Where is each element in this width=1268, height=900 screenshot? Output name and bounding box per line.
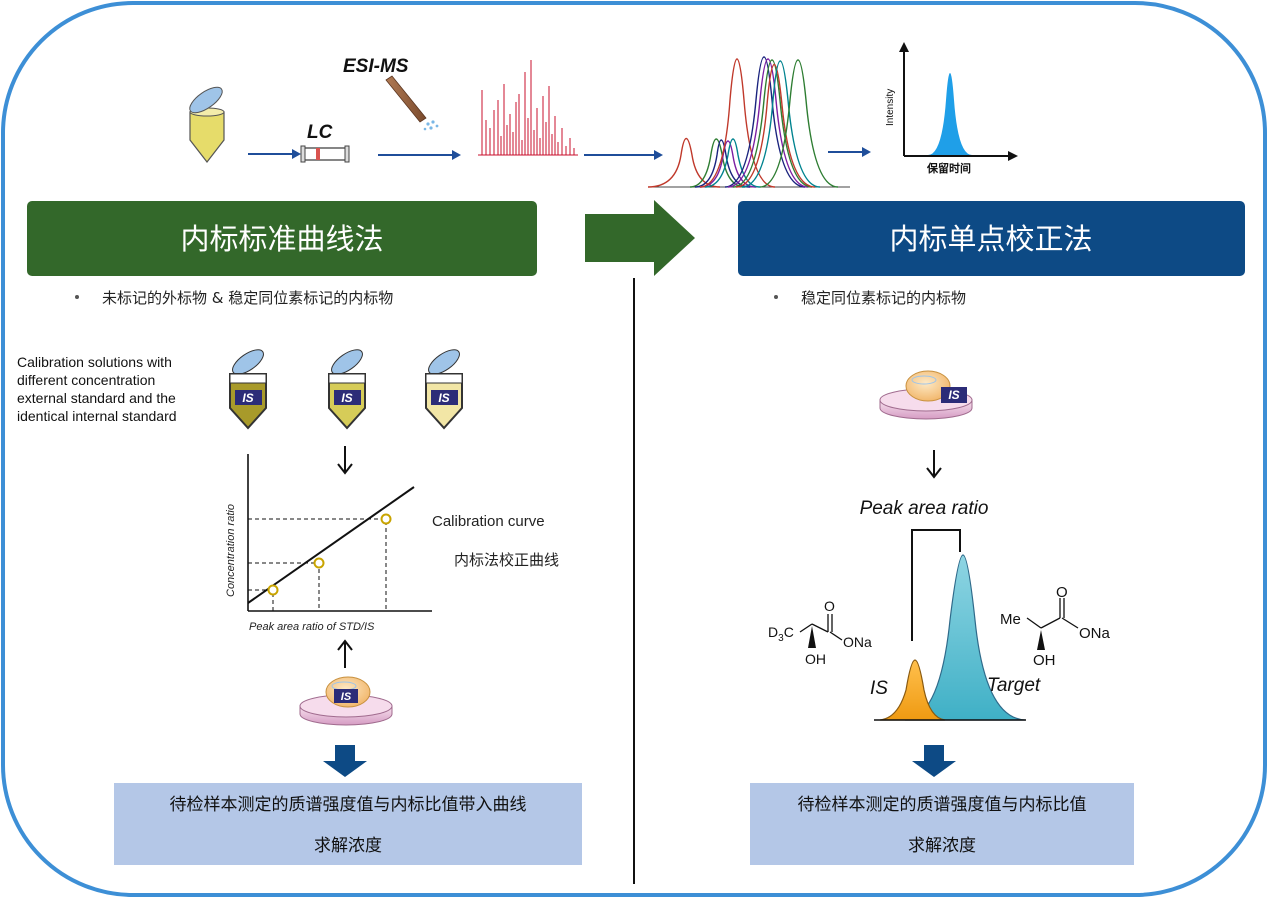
is-badge: IS	[341, 391, 352, 405]
esi-probe-icon	[385, 75, 439, 131]
is-badge: IS	[341, 691, 352, 703]
mol-atom: ONa	[843, 634, 872, 650]
peak-is-label: IS	[870, 678, 888, 699]
lc-label: LC	[307, 122, 333, 143]
block-down-arrow	[323, 745, 367, 777]
up-arrow-icon	[337, 639, 353, 668]
ratio-bracket	[911, 529, 961, 641]
flow-arrow	[248, 149, 301, 159]
right-result-line1: 待检样本测定的质谱强度值与内标比值	[798, 795, 1087, 815]
peak-ratio-label: Peak area ratio	[860, 498, 989, 519]
esims-label: ESI-MS	[343, 56, 409, 77]
petri-dish-icon: IS	[299, 676, 393, 726]
calibration-curve-chart	[247, 454, 432, 612]
bullet-dot	[75, 295, 79, 299]
intensity-plot	[899, 42, 1018, 161]
left-bullet: 未标记的外标物 & 稳定同位素标记的内标物	[102, 289, 393, 307]
curve-x-label: Peak area ratio of STD/IS	[249, 621, 375, 633]
right-title: 内标单点校正法	[889, 222, 1092, 256]
chromatogram-peaks	[647, 56, 850, 188]
is-vial-medium: IS	[328, 349, 366, 430]
curve-label-cn: 内标法校正曲线	[454, 551, 559, 569]
target-peak	[904, 554, 1026, 721]
calibration-point	[267, 584, 279, 596]
left-title-bar	[27, 201, 537, 276]
mol-atom: D	[768, 624, 778, 640]
calibration-point	[313, 557, 325, 569]
intensity-peak	[928, 73, 972, 155]
is-vial-dark: IS	[229, 349, 267, 430]
bullet-dot	[774, 295, 778, 299]
is-peak	[879, 659, 946, 721]
left-result-box	[114, 783, 582, 865]
left-title: 内标标准曲线法	[180, 222, 383, 256]
x-axis-label: 保留时间	[926, 161, 971, 175]
calibration-line	[247, 486, 415, 604]
is-badge: IS	[242, 391, 253, 405]
is-vial-light: IS	[425, 349, 463, 430]
big-right-arrow	[585, 200, 695, 276]
right-title-bar	[738, 201, 1245, 276]
mol-atom: ONa	[1079, 625, 1111, 642]
right-result-box	[750, 783, 1134, 865]
mol-atom: OH	[1033, 652, 1056, 669]
is-molecule-structure: D3C O ONa OH	[768, 598, 872, 667]
block-down-arrow	[912, 745, 956, 777]
mol-atom: O	[824, 598, 835, 614]
petri-dish-icon: IS	[879, 370, 973, 420]
peak-chart	[874, 554, 1026, 721]
calib-desc-line: identical internal standard	[17, 408, 177, 424]
right-result-line2: 求解浓度	[908, 836, 976, 856]
flow-arrow	[378, 150, 461, 160]
calib-desc-line: external standard and the	[17, 390, 176, 406]
mass-spectrum	[478, 60, 578, 156]
flow-arrow	[828, 147, 871, 157]
y-axis-label: Intensity	[885, 89, 896, 126]
curve-y-label: Concentration ratio	[225, 504, 237, 597]
svg-text:D3C: D3C	[768, 624, 794, 644]
calibration-point	[380, 513, 392, 525]
target-molecule-structure: Me O ONa OH	[1000, 584, 1111, 669]
curve-label-en: Calibration curve	[432, 513, 545, 530]
calib-desc-line: Calibration solutions with	[17, 354, 172, 370]
mol-atom: O	[1056, 584, 1068, 601]
down-arrow-icon	[337, 446, 353, 475]
mol-atom: Me	[1000, 611, 1021, 628]
is-badge: IS	[948, 388, 959, 402]
calibration-description: Calibration solutions with different con…	[17, 354, 177, 424]
lc-column-icon	[300, 145, 350, 163]
calib-desc-line: different concentration	[17, 372, 155, 388]
down-arrow-icon	[926, 450, 942, 479]
left-result-line1: 待检样本测定的质谱强度值与内标比值带入曲线	[170, 795, 527, 815]
left-result-line2: 求解浓度	[314, 836, 382, 856]
sample-tube-icon	[189, 86, 225, 163]
right-bullet: 稳定同位素标记的内标物	[801, 289, 966, 307]
is-badge: IS	[438, 391, 449, 405]
mol-atom: OH	[805, 651, 826, 667]
flow-arrow	[584, 150, 663, 160]
mol-atom: C	[784, 624, 794, 640]
mol-atom: 3	[778, 633, 784, 644]
peak-target-label: Target	[987, 675, 1041, 696]
